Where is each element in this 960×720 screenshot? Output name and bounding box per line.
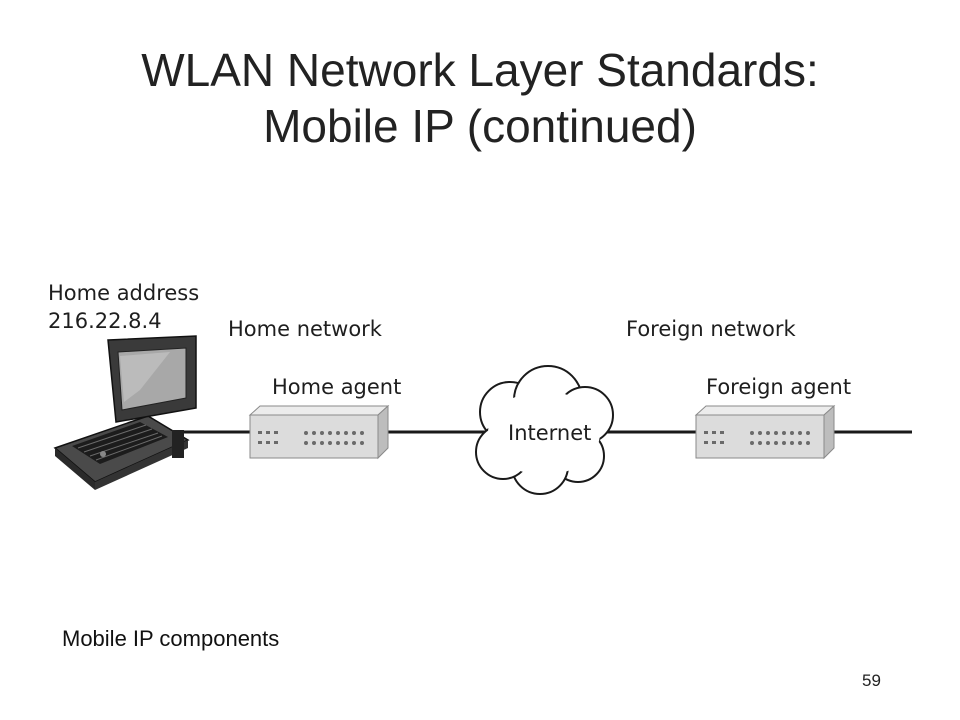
slide-title: WLAN Network Layer Standards: Mobile IP … xyxy=(0,42,960,154)
diagram-graphics xyxy=(53,335,912,495)
internet-label: Internet xyxy=(508,421,592,445)
slide-title-line-2: Mobile IP (continued) xyxy=(263,100,697,152)
home-address-value: 216.22.8.4 xyxy=(48,309,162,333)
mobile-ip-diagram: Home address 216.22.8.4 Home network For… xyxy=(0,270,960,510)
page-number: 59 xyxy=(862,671,881,690)
foreign-agent-label: Foreign agent xyxy=(706,375,852,399)
laptop-icon xyxy=(53,335,197,490)
diagram-caption: Mobile IP components xyxy=(62,626,280,651)
home-agent-router-icon xyxy=(248,404,390,460)
slide-title-line-1: WLAN Network Layer Standards: xyxy=(141,44,819,96)
home-agent-label: Home agent xyxy=(272,375,402,399)
home-address-label: Home address xyxy=(48,281,200,305)
foreign-agent-router-icon xyxy=(694,404,836,460)
internet-cloud-icon xyxy=(475,365,614,495)
foreign-network-label: Foreign network xyxy=(626,317,796,341)
home-network-label: Home network xyxy=(228,317,382,341)
